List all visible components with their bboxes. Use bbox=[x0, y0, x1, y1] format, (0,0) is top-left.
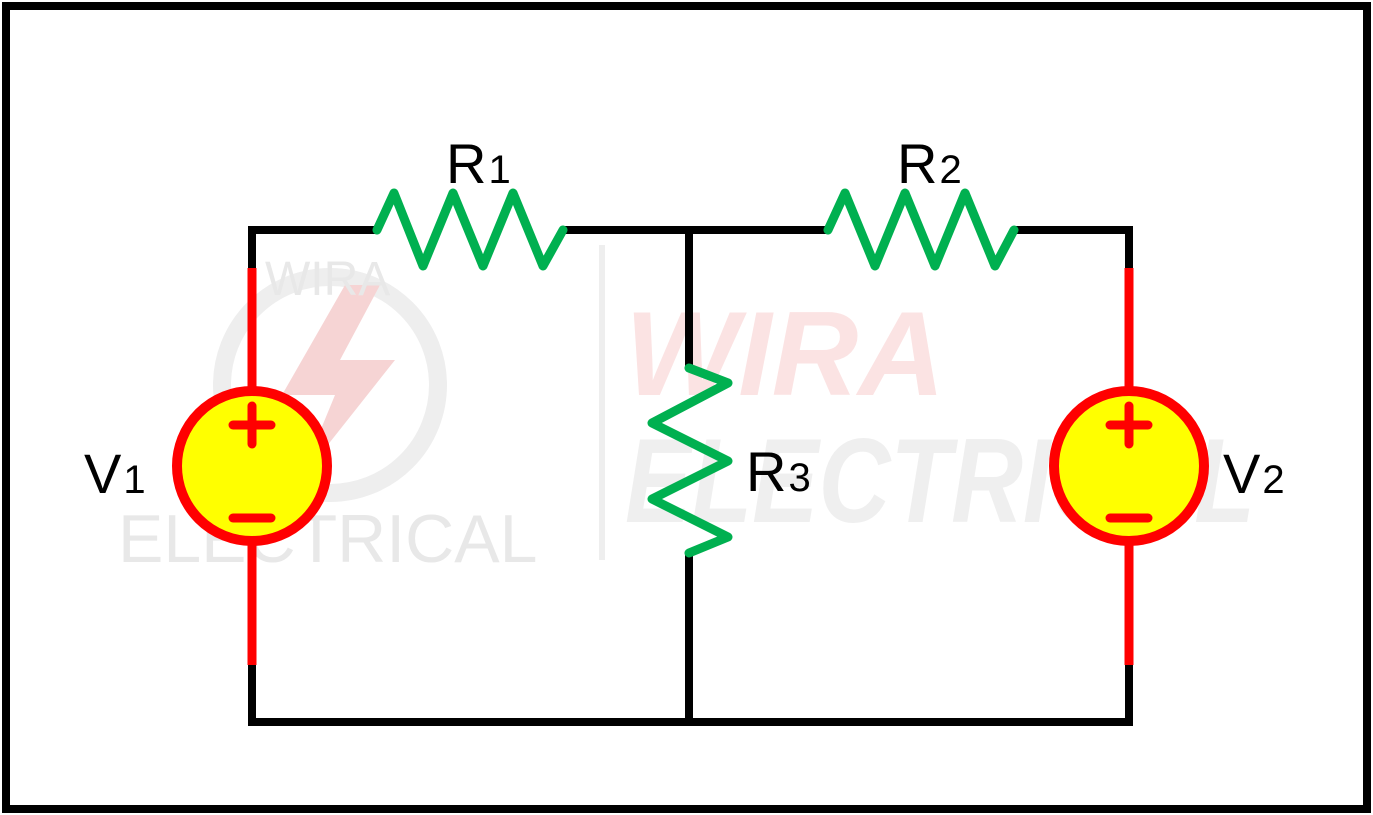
wire-top-left bbox=[248, 226, 377, 270]
resistor-r1 bbox=[372, 188, 568, 271]
watermark-small-bottom: ELECTRICAL bbox=[118, 501, 537, 577]
watermark-large-top: WIRA bbox=[625, 287, 945, 421]
watermark-logo-ring bbox=[213, 268, 447, 502]
v2-body bbox=[1049, 386, 1209, 546]
voltage-source-v1 bbox=[172, 386, 332, 546]
wire-bottom bbox=[248, 663, 1133, 726]
resistor-r3 bbox=[647, 363, 733, 558]
source-leads bbox=[247, 268, 1134, 665]
wire-top-right bbox=[1014, 226, 1133, 270]
label-r1: R1 bbox=[446, 132, 511, 195]
voltage-source-v2 bbox=[1049, 386, 1209, 546]
wires bbox=[248, 226, 1133, 726]
label-r2: R2 bbox=[897, 132, 962, 195]
watermark-bolt-icon bbox=[282, 285, 395, 480]
resistor-r2 bbox=[823, 188, 1019, 271]
label-v2: V2 bbox=[1223, 442, 1285, 505]
v1-body bbox=[172, 386, 332, 546]
label-r3: R3 bbox=[746, 440, 811, 503]
watermark-small-top: WIRA bbox=[265, 253, 390, 306]
label-v1: V1 bbox=[84, 442, 146, 505]
